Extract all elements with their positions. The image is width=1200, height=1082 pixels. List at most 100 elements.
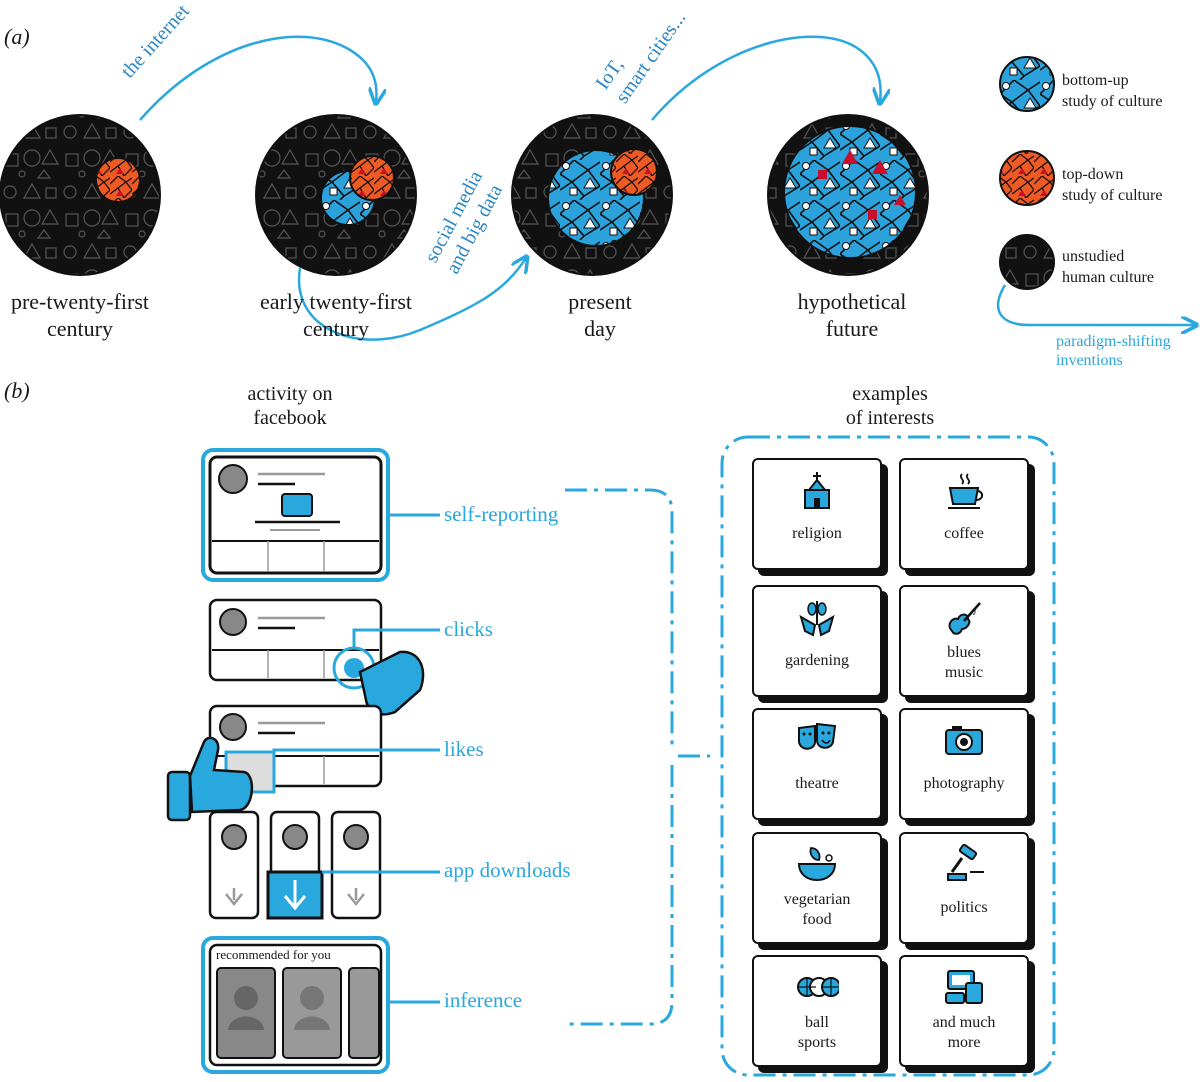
post-card-self-reporting bbox=[201, 448, 390, 582]
salad-bowl-icon bbox=[795, 842, 839, 886]
interest-label: and much more bbox=[901, 1013, 1027, 1053]
interest-label-line2: music bbox=[944, 664, 984, 681]
stage-label-line2: century bbox=[47, 316, 113, 341]
post-card-inference bbox=[201, 936, 390, 1074]
interest-label: gardening bbox=[754, 651, 880, 671]
stage-label-pre: pre-twenty-first century bbox=[0, 288, 180, 342]
activity-title-line1: activity on bbox=[247, 383, 333, 405]
interest-label: photography bbox=[901, 774, 1027, 794]
interest-card: and much more bbox=[899, 955, 1029, 1067]
stage-label-present: present day bbox=[540, 288, 660, 342]
activity-likes: likes bbox=[444, 737, 484, 761]
interest-card: ball sports bbox=[752, 955, 882, 1067]
interests-title: examples of interests bbox=[810, 382, 970, 430]
post-card-likes bbox=[166, 704, 383, 822]
connector-clicks bbox=[352, 628, 440, 648]
stage-label-early: early twenty-first century bbox=[226, 288, 446, 342]
violin-icon: ♪ bbox=[942, 595, 986, 639]
interest-label-line1: coffee bbox=[944, 525, 984, 542]
svg-text:♪: ♪ bbox=[972, 607, 977, 618]
stage-label-line2: day bbox=[584, 316, 616, 341]
interest-label: theatre bbox=[754, 774, 880, 794]
gavel-icon bbox=[942, 842, 986, 886]
theatre-masks-icon bbox=[795, 718, 839, 762]
legend-text: bottom-up bbox=[1062, 72, 1129, 89]
legend-top-down-swatch bbox=[999, 150, 1055, 206]
post-card-clicks bbox=[208, 598, 425, 716]
panel-a-label: (a) bbox=[4, 24, 30, 49]
interest-label: coffee bbox=[901, 524, 1027, 544]
interest-card: photography bbox=[899, 708, 1029, 820]
stage-circle-early bbox=[255, 114, 417, 276]
stage-label-future: hypothetical future bbox=[762, 288, 942, 342]
app-tiles bbox=[208, 810, 382, 920]
coffee-cup-icon bbox=[942, 468, 986, 512]
interest-label-line1: gardening bbox=[785, 652, 849, 669]
legend-text: top-down bbox=[1062, 166, 1124, 183]
legend-text: inventions bbox=[1056, 352, 1123, 369]
arrow-iot bbox=[651, 35, 881, 121]
balls-icon bbox=[795, 965, 841, 1009]
interest-card: politics bbox=[899, 832, 1029, 944]
stage-label-line1: early twenty-first bbox=[259, 289, 413, 314]
interest-label: vegetarian food bbox=[754, 890, 880, 930]
connector-likes bbox=[272, 748, 440, 772]
interest-card: ♪ blues music bbox=[899, 585, 1029, 697]
interest-label-line1: politics bbox=[940, 899, 988, 916]
legend-top-down-label: top-down study of culture bbox=[1062, 164, 1162, 206]
legend-unstudied-swatch bbox=[999, 234, 1055, 290]
interest-label: blues music bbox=[901, 643, 1027, 683]
interest-label-line2: sports bbox=[797, 1034, 837, 1051]
stage-label-line2: century bbox=[303, 316, 369, 341]
legend-text: human culture bbox=[1062, 269, 1154, 286]
stage-label-line1: hypothetical bbox=[797, 289, 907, 314]
stage-circle-future bbox=[767, 114, 929, 276]
camera-icon bbox=[942, 718, 986, 762]
interest-label: religion bbox=[754, 524, 880, 544]
interests-container bbox=[720, 435, 1056, 1077]
interest-label: ball sports bbox=[754, 1013, 880, 1053]
legend-text: study of culture bbox=[1062, 187, 1163, 204]
stage-circle-pre bbox=[0, 114, 161, 276]
interest-label-line1: vegetarian bbox=[783, 891, 851, 908]
legend-paradigm-arrow bbox=[996, 284, 1195, 325]
plant-hands-icon bbox=[795, 595, 839, 639]
interest-label-line2: food bbox=[802, 911, 832, 928]
interest-card: vegetarian food bbox=[752, 832, 882, 944]
devices-icon bbox=[942, 965, 986, 1009]
activity-title: activity on facebook bbox=[210, 382, 370, 430]
interest-card: coffee bbox=[899, 458, 1029, 570]
activity-clicks: clicks bbox=[444, 617, 493, 641]
arrow-internet bbox=[139, 35, 377, 121]
interest-label-line1: ball bbox=[805, 1014, 829, 1031]
recommended-label: recommended for you bbox=[216, 947, 331, 962]
panel-b-label: (b) bbox=[4, 378, 30, 403]
interest-card: religion bbox=[752, 458, 882, 570]
stage-circle-present bbox=[511, 114, 673, 276]
interest-label-line1: religion bbox=[792, 525, 842, 542]
activity-title-line2: facebook bbox=[253, 407, 327, 429]
interests-title-line1: examples bbox=[852, 383, 928, 405]
legend-unstudied-label: unstudied human culture bbox=[1062, 246, 1154, 288]
interest-card: theatre bbox=[752, 708, 882, 820]
legend-bottom-up-label: bottom-up study of culture bbox=[1062, 70, 1162, 112]
bracket bbox=[565, 488, 710, 1026]
activity-app-downloads: app downloads bbox=[444, 858, 571, 882]
stage-label-line1: present bbox=[568, 289, 632, 314]
legend-text: paradigm-shifting bbox=[1056, 333, 1171, 350]
legend-text: unstudied bbox=[1062, 248, 1125, 265]
stage-label-line1: pre-twenty-first bbox=[10, 289, 150, 314]
arrow-social-media bbox=[297, 258, 526, 341]
interest-label-line1: blues bbox=[947, 644, 981, 661]
stage-label-line2: future bbox=[825, 316, 879, 341]
church-icon bbox=[795, 468, 839, 512]
interest-label-line1: photography bbox=[923, 775, 1005, 792]
interests-title-line2: of interests bbox=[845, 407, 935, 429]
interest-label-line1: and much bbox=[932, 1014, 996, 1031]
legend-paradigm-label: paradigm-shifting inventions bbox=[1056, 332, 1171, 370]
interest-label-line2: more bbox=[947, 1034, 981, 1051]
interest-label-line1: theatre bbox=[795, 775, 839, 792]
legend-bottom-up-swatch bbox=[999, 56, 1055, 112]
